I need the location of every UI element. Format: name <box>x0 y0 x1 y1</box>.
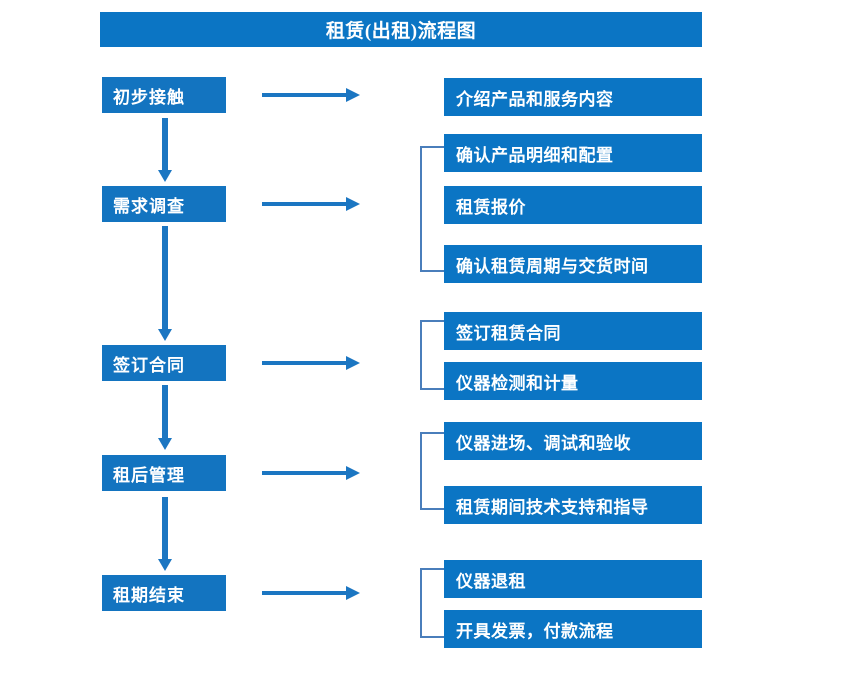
stage-label: 签订合同 <box>113 355 185 375</box>
flowchart-title-bar: 租赁(出租)流程图 <box>100 12 702 47</box>
detail-box-confirm-product-spec[interactable]: 确认产品明细和配置 <box>444 134 702 172</box>
detail-label: 租赁报价 <box>456 197 526 217</box>
group-bracket-icon <box>420 568 444 638</box>
right-arrow-icon <box>262 197 360 211</box>
group-bracket-icon <box>420 432 444 510</box>
stage-box-lease-end[interactable]: 租期结束 <box>102 575 226 611</box>
right-arrow-icon <box>262 586 360 600</box>
detail-box-instrument-return[interactable]: 仪器退租 <box>444 560 702 598</box>
down-arrow-icon <box>158 118 172 182</box>
detail-label: 签订租赁合同 <box>456 323 561 343</box>
detail-label: 仪器检测和计量 <box>456 373 579 393</box>
stage-box-initial-contact[interactable]: 初步接触 <box>102 77 226 113</box>
detail-box-invoice-payment[interactable]: 开具发票，付款流程 <box>444 610 702 648</box>
detail-label: 租赁期间技术支持和指导 <box>456 497 649 517</box>
detail-box-instrument-delivery-commissioning[interactable]: 仪器进场、调试和验收 <box>444 422 702 460</box>
stage-box-needs-survey[interactable]: 需求调查 <box>102 186 226 222</box>
right-arrow-icon <box>262 356 360 370</box>
down-arrow-icon <box>158 497 172 571</box>
detail-box-confirm-term-delivery[interactable]: 确认租赁周期与交货时间 <box>444 245 702 283</box>
detail-label: 确认租赁周期与交货时间 <box>456 256 649 276</box>
detail-box-rental-quote[interactable]: 租赁报价 <box>444 186 702 224</box>
group-bracket-icon <box>420 320 444 390</box>
detail-box-sign-lease-agreement[interactable]: 签订租赁合同 <box>444 312 702 350</box>
down-arrow-icon <box>158 226 172 341</box>
detail-label: 介绍产品和服务内容 <box>456 89 614 109</box>
stage-label: 需求调查 <box>113 196 185 216</box>
detail-box-instrument-inspection[interactable]: 仪器检测和计量 <box>444 362 702 400</box>
detail-box-technical-support[interactable]: 租赁期间技术支持和指导 <box>444 486 702 524</box>
right-arrow-icon <box>262 466 360 480</box>
group-bracket-icon <box>420 146 444 272</box>
detail-label: 仪器进场、调试和验收 <box>456 433 631 453</box>
right-arrow-icon <box>262 88 360 102</box>
down-arrow-icon <box>158 385 172 450</box>
detail-label: 仪器退租 <box>456 571 526 591</box>
page-title: 租赁(出租)流程图 <box>325 21 477 42</box>
stage-label: 租后管理 <box>113 465 185 485</box>
detail-label: 开具发票，付款流程 <box>456 621 614 641</box>
detail-box-introduce-products[interactable]: 介绍产品和服务内容 <box>444 78 702 116</box>
stage-label: 租期结束 <box>113 585 185 605</box>
stage-box-sign-contract[interactable]: 签订合同 <box>102 345 226 381</box>
stage-box-post-rental-management[interactable]: 租后管理 <box>102 455 226 491</box>
detail-label: 确认产品明细和配置 <box>456 145 614 165</box>
stage-label: 初步接触 <box>113 87 185 107</box>
